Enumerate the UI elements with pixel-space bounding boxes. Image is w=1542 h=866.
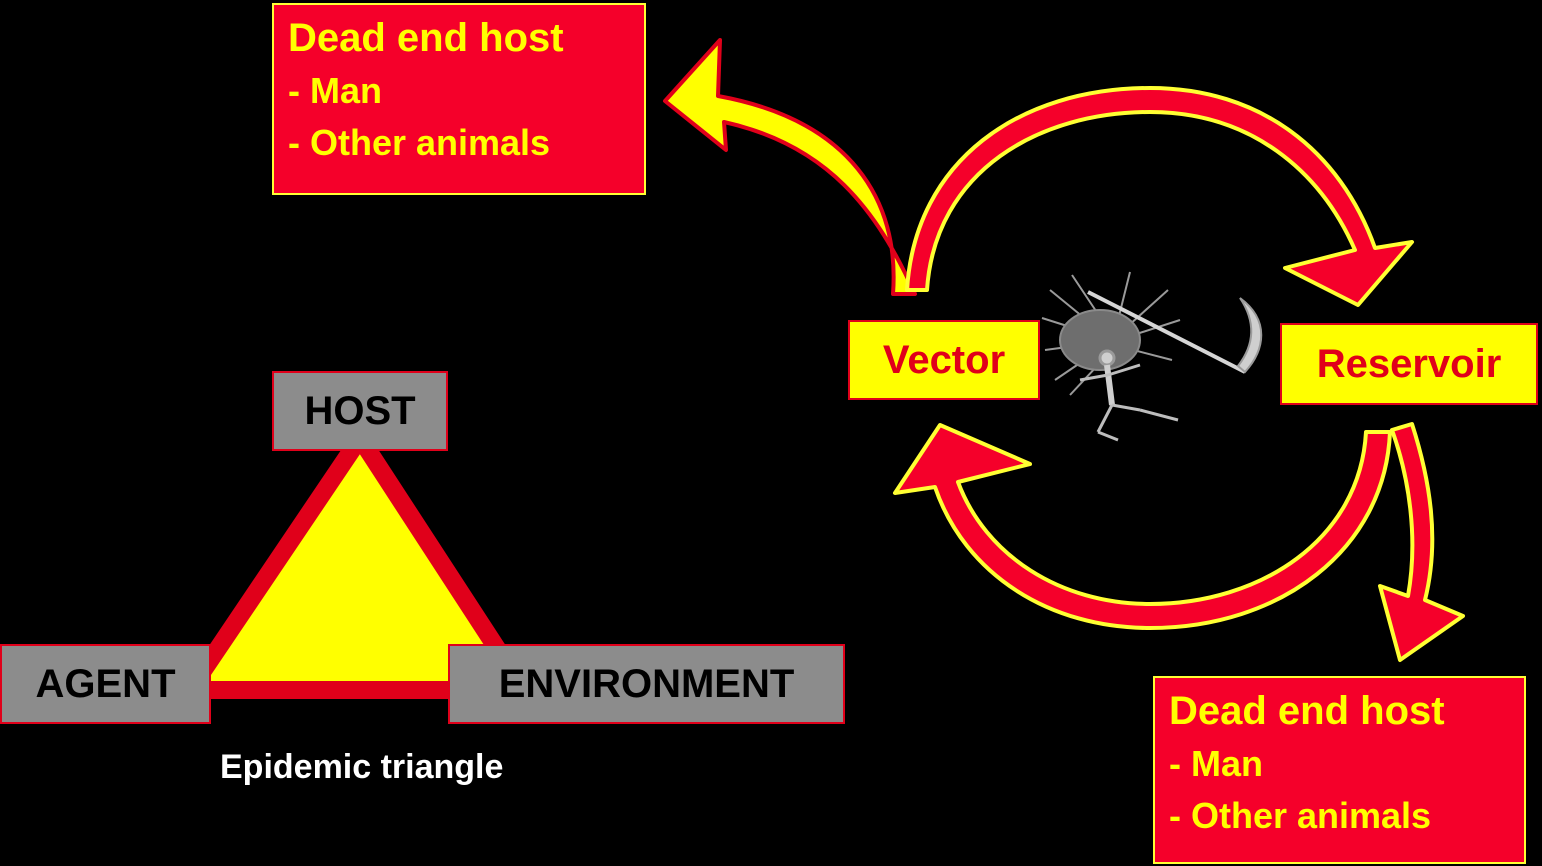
dead-end-host-top: Dead end host - Man - Other animals xyxy=(272,3,646,195)
vector-box: Vector xyxy=(848,320,1040,400)
vector-label: Vector xyxy=(883,338,1005,383)
dead-end-host-title: Dead end host xyxy=(288,11,630,65)
agent-label: AGENT xyxy=(36,662,176,707)
agent-box: AGENT xyxy=(0,644,211,724)
reservoir-label: Reservoir xyxy=(1317,342,1502,387)
dead-end-host-item: - Man xyxy=(1169,738,1510,790)
arrow-vector-to-reservoir xyxy=(907,88,1412,305)
dead-end-host-bottom: Dead end host - Man - Other animals xyxy=(1153,676,1526,864)
dead-end-host-item: - Other animals xyxy=(1169,790,1510,842)
dead-end-host-item: - Man xyxy=(288,65,630,117)
environment-label: ENVIRONMENT xyxy=(499,662,795,707)
arrow-vector-to-dead-end-top xyxy=(665,40,915,294)
triangle-caption: Epidemic triangle xyxy=(220,748,503,787)
host-box: HOST xyxy=(272,371,448,451)
arrow-reservoir-to-dead-end-bottom xyxy=(1380,424,1463,660)
dead-end-host-item: - Other animals xyxy=(288,117,630,169)
host-label: HOST xyxy=(304,389,415,434)
dead-end-host-title: Dead end host xyxy=(1169,684,1510,738)
reservoir-box: Reservoir xyxy=(1280,323,1538,405)
winged-skeleton-reaper-icon xyxy=(1042,272,1261,440)
environment-box: ENVIRONMENT xyxy=(448,644,845,724)
arrow-reservoir-to-vector xyxy=(895,425,1390,628)
